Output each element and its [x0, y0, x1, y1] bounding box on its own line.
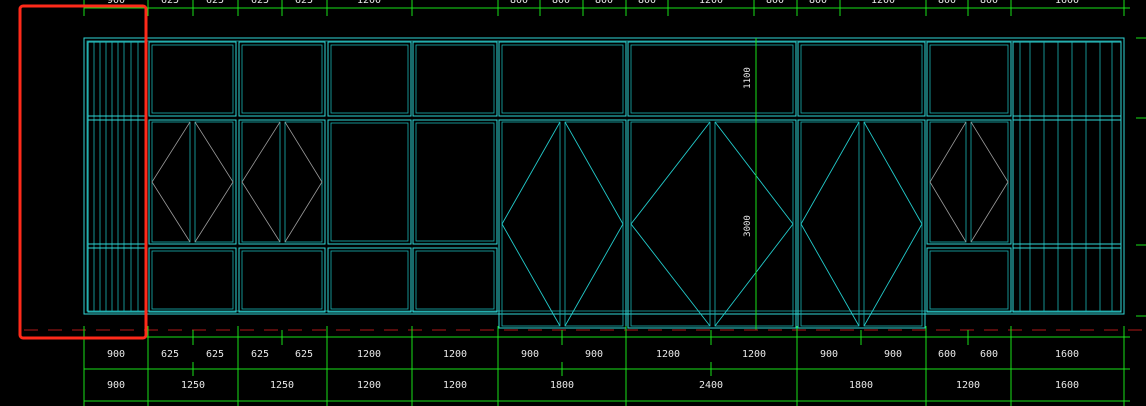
row1-dim-label-13: 600 [938, 349, 956, 360]
row1-dim-label-14: 600 [980, 349, 998, 360]
door-leaves [498, 119, 926, 329]
row1-dim-label-2: 625 [206, 349, 224, 360]
row1-dim-label-11: 900 [820, 349, 838, 360]
dimension-chain-row2: 900 1250 1250 1200 1200 1800 2400 1800 1… [84, 362, 1130, 402]
row1-dim-label-1: 625 [161, 349, 179, 360]
top-dim-label-6: 800 [510, 0, 528, 6]
row2-dim-label-8: 1200 [956, 380, 980, 391]
row2-dim-label-5: 1800 [550, 380, 574, 391]
top-dim-label-9: 800 [638, 0, 656, 6]
row1-dim-label-9: 1200 [656, 349, 680, 360]
top-dim-label-12: 800 [809, 0, 827, 6]
bottom-row-lights [148, 247, 1012, 313]
row1-dim-label-5: 1200 [357, 349, 381, 360]
vertical-dim-3000: 3000 [743, 215, 753, 237]
row2-dim-label-1: 1250 [181, 380, 205, 391]
top-dimension-chain: 900 625 625 625 625 1200 800 800 800 800… [83, 0, 1130, 16]
top-dim-label-8: 800 [595, 0, 613, 6]
right-dimension-ticks [1136, 37, 1146, 317]
row2-dim-label-9: 1600 [1055, 380, 1079, 391]
row1-dim-label-6: 1200 [443, 349, 467, 360]
row1-dim-label-15: 1600 [1055, 349, 1079, 360]
row2-dim-label-4: 1200 [443, 380, 467, 391]
left-fixed-panel [87, 41, 147, 313]
dimension-chain-row1: 900 625 625 625 625 1200 1200 900 900 12… [83, 326, 1130, 406]
row1-dim-label-3: 625 [251, 349, 269, 360]
row2-dim-label-2: 1250 [270, 380, 294, 391]
top-dim-label-14: 800 [938, 0, 956, 6]
row1-dim-label-10: 1200 [742, 349, 766, 360]
row1-dim-label-4: 625 [295, 349, 313, 360]
top-dim-label-13: 1200 [871, 0, 895, 6]
top-dim-label-1: 625 [161, 0, 179, 6]
top-dim-label-7: 800 [552, 0, 570, 6]
row2-dim-label-6: 2400 [699, 380, 723, 391]
top-dim-label-11: 800 [766, 0, 784, 6]
top-dim-label-15: 800 [980, 0, 998, 6]
row1-dim-label-12: 900 [884, 349, 902, 360]
row1-dim-label-8: 900 [585, 349, 603, 360]
top-dim-label-2: 625 [206, 0, 224, 6]
top-dim-label-10: 1200 [699, 0, 723, 6]
vertical-dim-1100: 1100 [743, 67, 753, 89]
top-dim-label-16: 1600 [1055, 0, 1079, 6]
elevation-outer-frame [83, 37, 1125, 315]
highlight-box [18, 4, 148, 340]
casement-windows-right [926, 119, 1012, 245]
transom-row [148, 41, 1012, 117]
row2-dim-label-0: 900 [107, 380, 125, 391]
row1-dim-label-7: 900 [521, 349, 539, 360]
top-dim-label-0: 900 [107, 0, 125, 6]
row1-dim-label-0: 900 [107, 349, 125, 360]
row2-dim-label-3: 1200 [357, 380, 381, 391]
top-dim-label-4: 625 [295, 0, 313, 6]
top-dim-label-5: 1200 [357, 0, 381, 6]
row2-dim-label-7: 1800 [849, 380, 873, 391]
top-dim-label-3: 625 [251, 0, 269, 6]
casement-windows-left [148, 119, 498, 245]
right-fixed-panel [1012, 41, 1122, 313]
